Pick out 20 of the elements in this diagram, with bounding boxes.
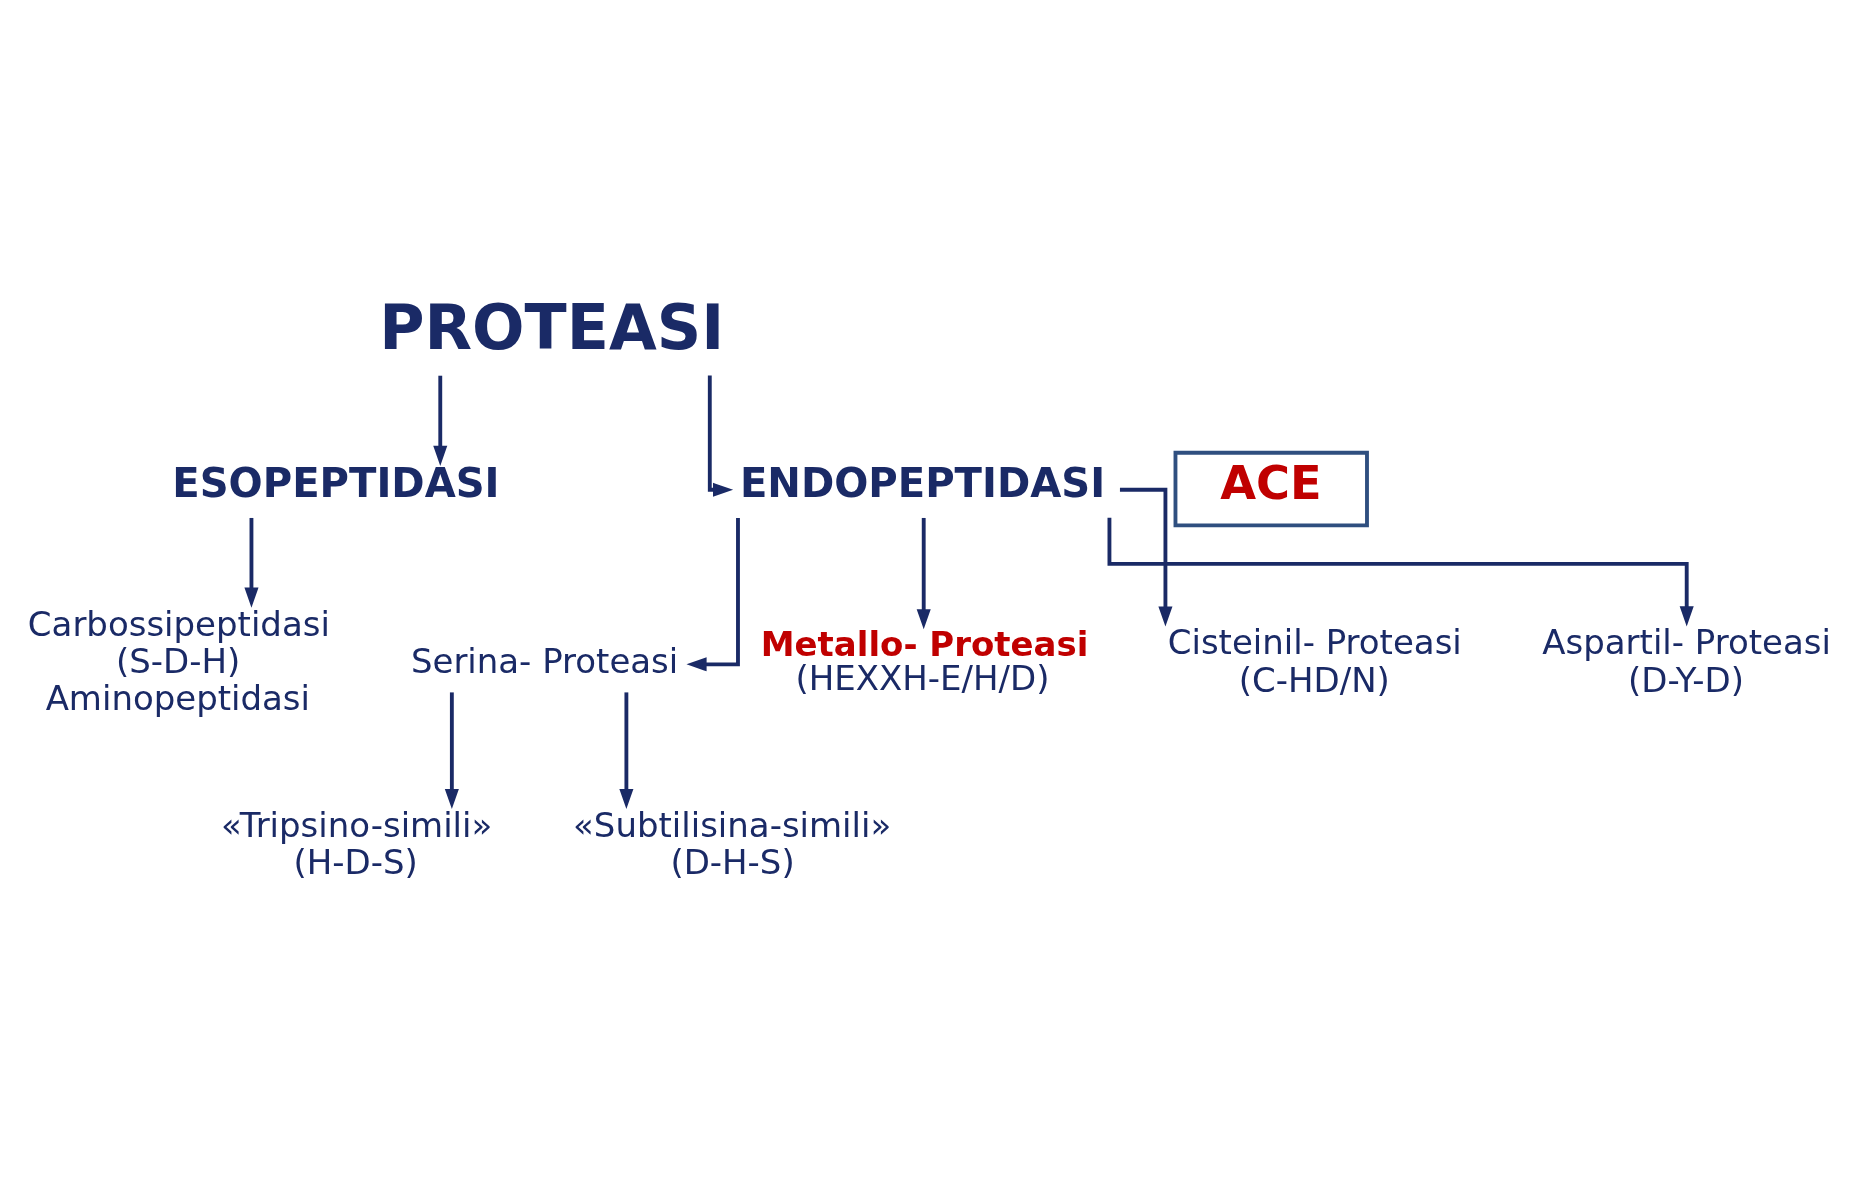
arrow xyxy=(444,692,459,810)
node-text: ESOPEPTIDASI xyxy=(172,460,500,507)
arrow xyxy=(1119,487,1173,627)
arrow xyxy=(916,517,931,630)
node-text: PROTEASI xyxy=(379,292,725,365)
node-box: ACE xyxy=(1173,450,1369,528)
arrow xyxy=(244,517,259,608)
node-text: Metallo- Proteasi (HEXXH-E/H/D) xyxy=(760,623,1089,698)
arrow xyxy=(707,375,734,497)
node-text: Carbossipeptidasi (S-D-H) Aminopeptidasi xyxy=(27,603,330,719)
node-text: ENDOPEPTIDASI xyxy=(739,460,1106,507)
node-text: «Tripsino-simili» (H-D-S) xyxy=(220,804,493,882)
arrow xyxy=(433,375,448,466)
arrow xyxy=(1107,517,1694,627)
node-text: Aspartil- Proteasi (D-Y-D) xyxy=(1542,622,1831,700)
node-text: «Subtilisina-simili» (D-H-S) xyxy=(573,804,892,882)
arrow xyxy=(686,517,740,672)
node-text: Serina- Proteasi xyxy=(410,640,679,681)
arrow xyxy=(619,692,634,810)
node-text: Cisteinil- Proteasi (C-HD/N) xyxy=(1167,622,1462,700)
